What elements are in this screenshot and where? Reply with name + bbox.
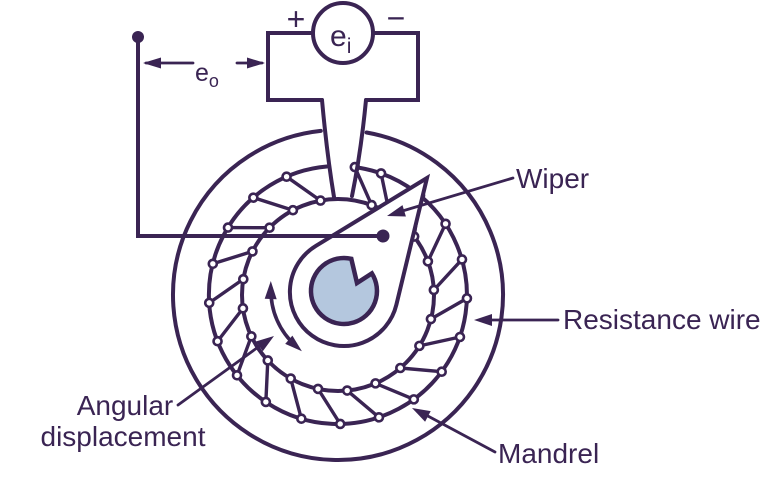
winding-loop xyxy=(237,303,249,314)
winding-turn-line xyxy=(417,335,462,348)
winding-loop xyxy=(366,199,377,211)
winding-loop xyxy=(248,192,259,203)
output-wire xyxy=(136,35,385,238)
rotation-arrowhead-up-icon xyxy=(264,281,277,300)
winding-loop xyxy=(312,383,324,395)
winding-turn-line xyxy=(284,174,323,203)
winding-loop xyxy=(461,293,473,304)
winding-turn-line xyxy=(211,249,255,266)
winding-loop xyxy=(440,218,451,230)
resistance-wire-label: Resistance wire xyxy=(563,304,761,335)
winding-loop xyxy=(287,204,299,216)
angular-displacement-label-line1: Angular xyxy=(77,390,174,421)
angular-arrowhead-icon xyxy=(255,336,274,352)
plus-sign: + xyxy=(287,1,306,37)
winding-loop xyxy=(408,394,420,405)
wiper-leader-line xyxy=(397,176,515,214)
resistance-arrowhead-icon xyxy=(474,314,492,326)
winding-turn-line xyxy=(251,195,295,212)
winding-loop xyxy=(281,171,292,182)
voltage-source-circle xyxy=(311,1,375,65)
mandrel-arrowhead-icon xyxy=(412,408,431,422)
angular-displacement-label-line2: displacement xyxy=(41,421,206,452)
winding-loop xyxy=(315,195,326,206)
winding-loop xyxy=(264,222,275,234)
source-label: ei xyxy=(330,20,351,58)
winding-loop xyxy=(414,340,425,352)
rotation-arrowhead-down-icon xyxy=(285,335,302,352)
winding-loop xyxy=(260,396,272,408)
winding-loop xyxy=(425,313,437,325)
winding-loop xyxy=(373,412,385,423)
winding-loop xyxy=(422,256,434,267)
winding-loop xyxy=(456,254,468,265)
winding-loop xyxy=(296,413,307,424)
supply-funnel xyxy=(320,98,368,199)
winding-loop xyxy=(375,168,387,179)
winding-turn-line xyxy=(207,277,246,305)
wiper-contact-dot xyxy=(376,229,390,243)
winding-turn-line xyxy=(432,257,464,292)
minus-sign: − xyxy=(387,0,406,36)
winding-loop xyxy=(207,258,219,270)
winding-loop xyxy=(238,273,249,285)
shaft xyxy=(308,255,380,327)
outer-housing-circle xyxy=(171,128,505,463)
winding-loop xyxy=(436,366,447,378)
eo-arrowhead-right-icon xyxy=(247,57,265,69)
winding-loop xyxy=(285,373,297,384)
winding-loop xyxy=(246,331,257,342)
winding-loop xyxy=(428,284,440,296)
winding-turn-line xyxy=(289,376,304,421)
winding-turn-line xyxy=(398,366,444,374)
winding-turn-line xyxy=(429,296,469,321)
winding-loop xyxy=(370,378,381,389)
output-node-dot xyxy=(132,31,144,43)
winding-turn-line xyxy=(426,222,448,264)
angular-leader-line xyxy=(176,343,263,407)
winding-loop xyxy=(231,370,243,381)
winding-loop xyxy=(262,355,274,366)
winding-loop xyxy=(203,297,215,309)
winding-loop xyxy=(395,362,406,374)
winding-loop xyxy=(212,335,223,347)
winding-loop xyxy=(247,246,258,257)
output-label: eo xyxy=(195,59,219,91)
winding-loop xyxy=(341,385,353,396)
winding-loop xyxy=(222,222,234,233)
eo-arrowhead-left-icon xyxy=(143,57,161,69)
winding-loop xyxy=(334,418,346,430)
winding-loop xyxy=(454,331,466,343)
winding-turn-line xyxy=(316,387,342,426)
wiper-arrowhead-icon xyxy=(387,205,406,217)
winding-turn-line xyxy=(345,388,381,420)
supply-box xyxy=(266,31,420,102)
wiper-label: Wiper xyxy=(516,163,589,194)
mandrel-label: Mandrel xyxy=(498,438,599,469)
winding-turn-line xyxy=(215,306,245,343)
mandrel-leader-line xyxy=(424,413,497,454)
winding-turn-line xyxy=(373,381,416,402)
winding-turn-line xyxy=(264,358,270,404)
